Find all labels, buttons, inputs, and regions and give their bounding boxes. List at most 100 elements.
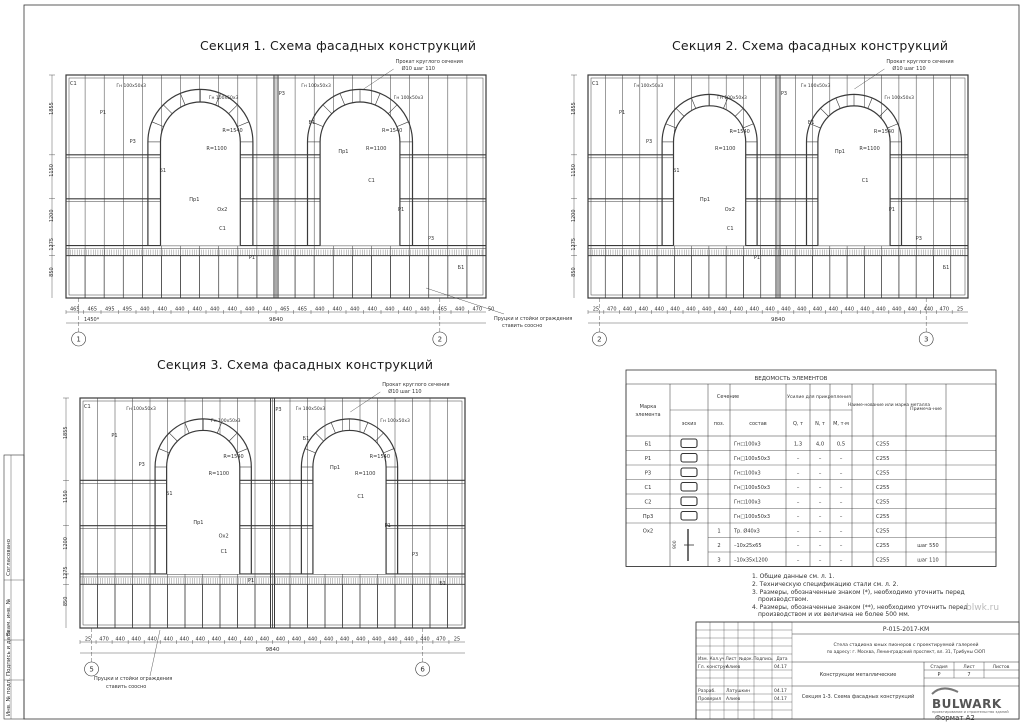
- tb-date-2: 04.17: [774, 688, 787, 694]
- arch-spoke: [734, 108, 744, 117]
- profile-label: Гн 100х50х3: [301, 83, 331, 89]
- arch-spoke: [820, 108, 829, 117]
- bottom-dim-label: 440: [244, 637, 254, 643]
- element-mark: Б1: [943, 265, 950, 271]
- tb-header: Лист: [726, 656, 737, 662]
- arch-spoke: [304, 448, 316, 454]
- row-pos: 3: [717, 557, 720, 563]
- height-label: 1200: [63, 537, 69, 550]
- bracket-size: Ø10 шаг 110: [388, 388, 421, 395]
- arch-spoke: [228, 432, 238, 442]
- bottom-dim-label: 470: [607, 307, 617, 313]
- row-m: –: [840, 543, 843, 549]
- row-m: –: [840, 557, 843, 563]
- row-n: –: [819, 557, 822, 563]
- element-mark: С1: [357, 494, 364, 500]
- section-2-facade: R=1540R=1100R=1540R=1100С1Р1Р3Б1Пр1С1Р1Р…: [571, 59, 969, 347]
- height-label: 850: [571, 267, 577, 277]
- arch-spoke: [184, 422, 190, 434]
- tb-header: Подпись: [753, 656, 773, 662]
- section-3-facade: R=1540R=1100R=1540R=1100С1Р1Р3Б1Пр1С1Р1Р…: [63, 382, 466, 690]
- bottom-dim-label: 440: [781, 307, 791, 313]
- bottom-dim-label: 25: [957, 307, 963, 313]
- bottom-dim-label: 470: [939, 307, 949, 313]
- arch-spoke: [151, 121, 164, 127]
- row-n: 4,0: [816, 441, 824, 447]
- bottom-dim-label: 440: [192, 307, 202, 313]
- element-mark: Р1: [111, 433, 117, 439]
- bracket-label: Прокат круглого сечения: [396, 59, 463, 65]
- element-mark: Б1: [458, 265, 465, 271]
- arch-spoke: [163, 104, 173, 114]
- element-mark: С1: [219, 226, 226, 232]
- radius-outer-label: R=1540: [874, 129, 894, 135]
- row-m: –: [840, 470, 843, 476]
- hdr-material: Наиме-нование или марка металла: [848, 402, 930, 408]
- height-label: 1855: [63, 426, 69, 439]
- bottom-dim-label: 440: [367, 307, 377, 313]
- fence-note-1: Пруцки и стойки ограждения: [94, 675, 172, 682]
- row-pos: 2: [717, 543, 720, 549]
- arch-spoke: [383, 448, 395, 454]
- height-label: 1150: [571, 164, 577, 177]
- radius-inner-label: R=1100: [859, 146, 879, 152]
- arch-spoke: [723, 97, 729, 109]
- row-q: –: [797, 456, 800, 462]
- bottom-dim-label: 440: [228, 637, 238, 643]
- element-mark: Пр1: [193, 520, 203, 526]
- element-mark: С1: [727, 226, 734, 232]
- row-composition: Гн□100х50х3: [734, 514, 770, 520]
- hdr-m: M, т·м: [833, 421, 849, 427]
- element-mark: С1: [368, 178, 375, 184]
- axis-bubble: [71, 331, 86, 347]
- row-n: –: [819, 499, 822, 505]
- note-4b: производством и их величина не более 500…: [758, 611, 910, 618]
- bottom-dim-label: 470: [436, 637, 446, 643]
- element-mark: Р1: [398, 207, 404, 213]
- axis-bubble: [84, 661, 99, 677]
- profile-label: Гн 100х50х3: [211, 418, 241, 424]
- tb-name-1: Алиев: [726, 664, 741, 670]
- element-mark: Пр1: [835, 149, 845, 155]
- section-sketch: [680, 496, 698, 507]
- element-mark: Р1: [248, 578, 254, 584]
- section-sketch: [680, 510, 698, 521]
- element-mark: Р3: [275, 407, 281, 413]
- hdr-mark-2: элемента: [635, 412, 660, 418]
- row-composition: Тр. Ø40х3: [733, 527, 760, 534]
- element-mark: Пр1: [330, 465, 340, 471]
- arch-spoke: [237, 121, 250, 127]
- tb-sheet: 7: [967, 672, 970, 678]
- tb-stage: Р: [937, 672, 940, 678]
- row-pos: 1: [717, 528, 720, 534]
- section-2-title: Секция 2. Схема фасадных конструкций: [672, 38, 949, 53]
- row-n: –: [819, 470, 822, 476]
- bracket-label: Прокат круглого сечения: [382, 382, 449, 388]
- profile-label: Гн 100х50х3: [884, 95, 914, 101]
- row-mark: С2: [645, 499, 652, 505]
- row-n: –: [819, 528, 822, 534]
- height-label: 1200: [571, 209, 577, 222]
- arch-spoke: [228, 104, 238, 114]
- bottom-dim-label: 440: [420, 637, 430, 643]
- element-mark: С1: [84, 404, 91, 410]
- arch-spoke: [374, 93, 381, 106]
- element-mark: С1: [862, 178, 869, 184]
- bottom-dim-label: 440: [734, 307, 744, 313]
- arch-spoke: [835, 97, 841, 109]
- radius-outer-label: R=1540: [223, 454, 243, 460]
- radius-inner-label: R=1100: [366, 146, 386, 152]
- profile-label: Гн 100х50х3: [126, 406, 156, 412]
- axis-label: 3: [924, 336, 928, 344]
- bottom-dim-label: 440: [829, 307, 839, 313]
- tb-role-1: Гл. конструк.: [698, 664, 730, 670]
- side-stamp: [3, 454, 25, 720]
- fence-note-1: Пруцки и стойки ограждения: [494, 315, 572, 322]
- bottom-dim-label: 440: [908, 307, 918, 313]
- row-mark: Пр3: [643, 514, 654, 520]
- row-q: –: [797, 557, 800, 563]
- radius-outer-label: R=1540: [729, 129, 749, 135]
- watermark: blwk.ru: [966, 603, 1000, 613]
- tb-date-1: 04.17: [774, 664, 787, 670]
